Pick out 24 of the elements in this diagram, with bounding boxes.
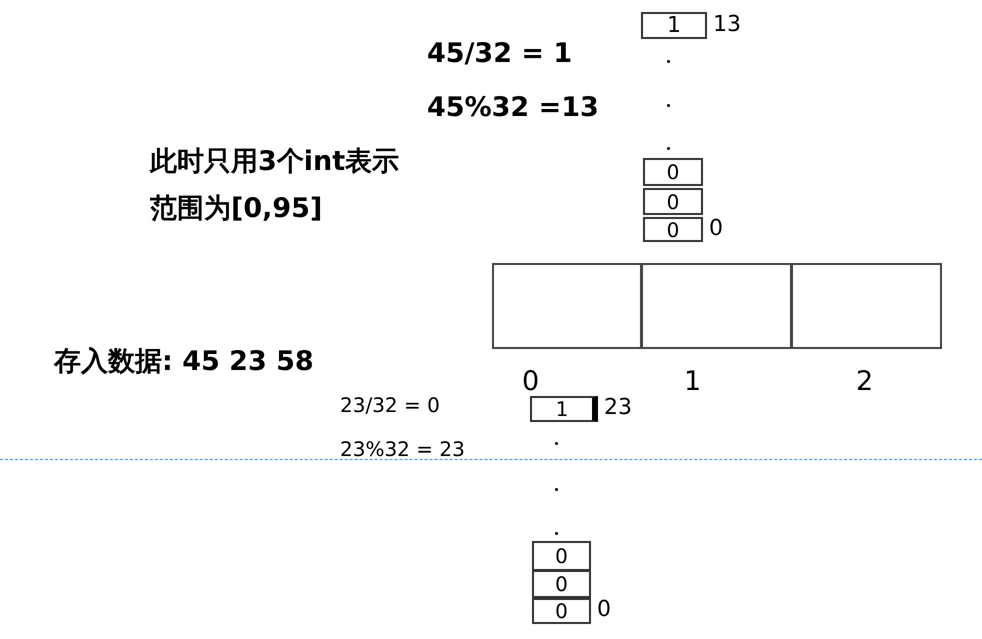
array-index: 0 [522,366,540,397]
note-text: 23%32 = 23 [340,437,465,461]
note-text: 此时只用3个int表示范围为[0,95] [150,145,400,226]
bit-cell: 0 [643,188,703,215]
array-cell [791,263,942,349]
bit-index: 0 [597,597,611,622]
array-cell [641,263,792,349]
bit-cell: 0 [532,541,591,571]
note-text: 45%32 =13 [427,92,599,123]
note-text: 23/32 = 0 [340,393,440,417]
bit-cell: 1 [530,396,598,422]
bit-cell: 1 [641,12,707,39]
bit-index: 13 [713,12,741,36]
array-cell [492,263,642,349]
array-index: 1 [684,366,702,397]
bit-cell: 0 [532,598,591,624]
bit-cell: 0 [532,570,591,598]
array-index: 2 [856,366,874,397]
bit-cell: 0 [643,158,703,186]
bit-index: 0 [709,216,723,240]
bit-cell: 0 [643,217,703,242]
bit-index: 23 [604,395,632,420]
note-text: 存入数据: 45 23 58 [54,345,314,379]
note-text: 45/32 = 1 [427,38,572,69]
